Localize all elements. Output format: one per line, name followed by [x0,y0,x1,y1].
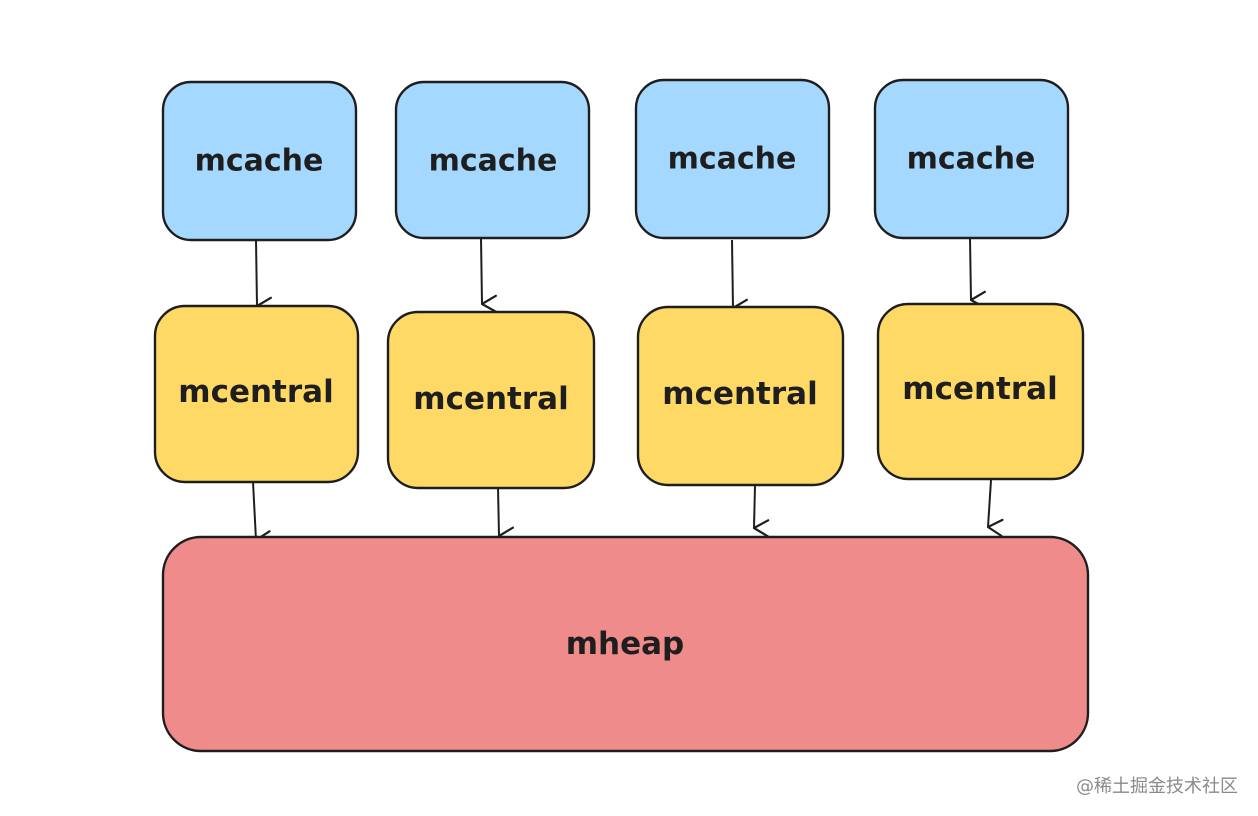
arrow-mcache-0-to-mcentral-0 [255,239,273,315]
mheap-node: mheap [161,535,1090,753]
mcentral-label: mcentral [662,376,817,412]
mcache-label: mcache [907,142,1036,177]
arrow-mcentral-1-to-mheap [497,486,515,545]
mheap-label: mheap [566,626,685,662]
mcache-node: mcache [873,78,1070,240]
mcache-node: mcache [394,80,591,240]
mcache-node: mcache [161,80,358,242]
watermark: @稀土掘金技术社区 [1076,776,1238,797]
cache-to-central-arrows [255,237,987,317]
mcentral-label: mcentral [413,381,568,417]
arrow-mcentral-0-to-mheap [252,481,272,549]
arrow-mcache-1-to-mcentral-1 [480,237,498,313]
mcache-label: mcache [429,144,558,179]
mcentral-label: mcentral [178,374,333,410]
mcache-node: mcache [634,78,831,240]
mcentral-node: mcentral [876,302,1085,481]
arrow-mcentral-3-to-mheap [986,479,1004,537]
arrow-mcentral-2-to-mheap [752,484,770,538]
mcache-label: mcache [668,142,797,177]
mcentral-node: mcentral [153,304,360,484]
central-to-heap-arrows [252,479,1004,549]
arrow-mcache-3-to-mcentral-3 [969,237,987,309]
mcentral-label: mcentral [902,371,1057,407]
mcentral-node: mcentral [386,310,596,490]
mcache-label: mcache [195,144,324,179]
arrow-mcache-2-to-mcentral-2 [731,239,749,317]
mcentral-node: mcentral [636,305,845,487]
